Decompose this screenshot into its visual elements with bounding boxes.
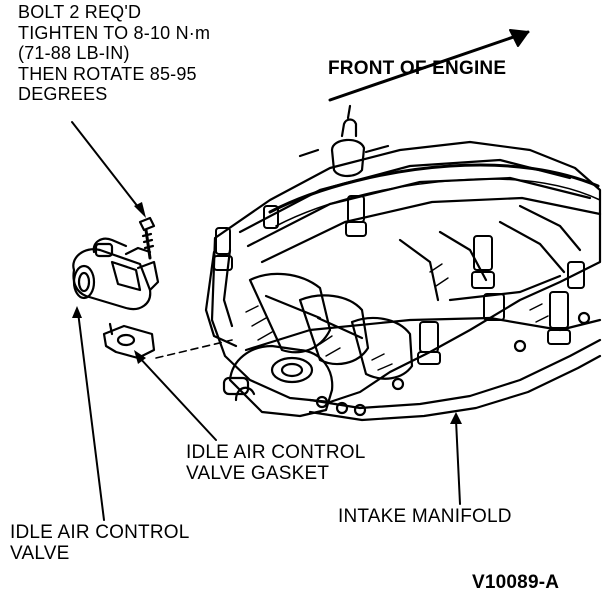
iac-valve-label: IDLE AIR CONTROL VALVE bbox=[10, 522, 190, 564]
gasket-drawing bbox=[102, 322, 156, 360]
bolt-note-line-5: DEGREES bbox=[18, 84, 108, 104]
leader-lines bbox=[71, 121, 461, 521]
intake-manifold-label: INTAKE MANIFOLD bbox=[338, 506, 512, 527]
iac-label-line-2: VALVE bbox=[10, 543, 70, 564]
front-of-engine-label: FRONT OF ENGINE bbox=[328, 58, 507, 79]
arrowheads bbox=[72, 202, 462, 424]
bolt-note-line-2: TIGHTEN TO 8-10 N·m bbox=[18, 22, 211, 43]
iac-label-line-1: IDLE AIR CONTROL bbox=[10, 522, 190, 543]
intake-manifold-drawing bbox=[204, 104, 602, 422]
gasket-label-line-2: VALVE GASKET bbox=[186, 463, 330, 484]
bolt-torque-note: BOLT 2 REQ'D TIGHTEN TO 8-10 N·m (71-88 … bbox=[18, 2, 210, 105]
bolt-note-line-1: BOLT 2 REQ'D bbox=[18, 2, 142, 22]
gasket-label-line-1: IDLE AIR CONTROL bbox=[186, 442, 366, 463]
bolt-note-line-4: THEN ROTATE 85-95 bbox=[18, 63, 197, 84]
gasket-label: IDLE AIR CONTROL VALVE GASKET bbox=[186, 442, 366, 484]
front-of-engine-arrow bbox=[328, 29, 530, 102]
iac-valve-drawing bbox=[72, 237, 160, 311]
bolt-drawing bbox=[138, 216, 156, 260]
bolt-note-line-3: (71-88 LB-IN) bbox=[18, 43, 130, 63]
figure-id: V10089-A bbox=[472, 572, 560, 593]
